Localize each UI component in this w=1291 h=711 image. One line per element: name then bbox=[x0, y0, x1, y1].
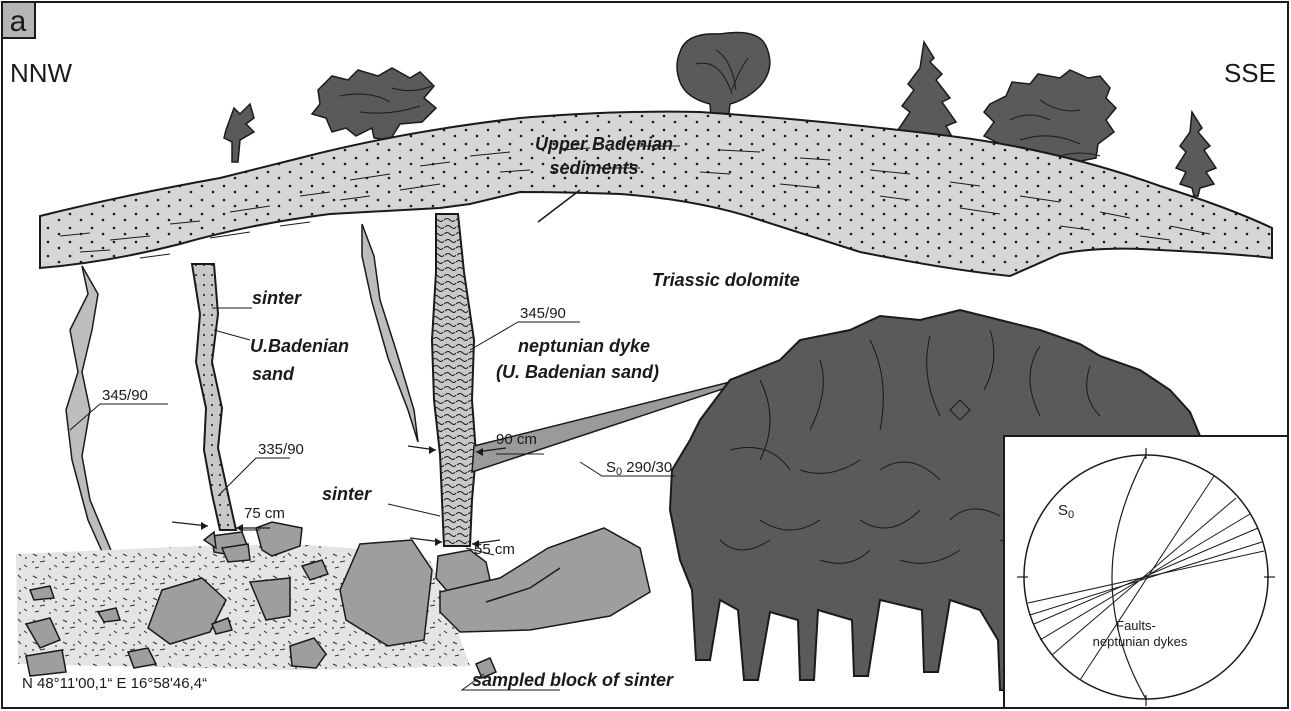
stereonet-frame bbox=[1004, 436, 1288, 708]
label-upper-badenian: Upper Badenian bbox=[535, 134, 673, 154]
panel-label: a bbox=[10, 5, 27, 38]
measure-345-mid: 345/90 bbox=[520, 305, 566, 322]
label-sinter-top: sinter bbox=[252, 288, 302, 308]
gps-coordinates: N 48°11'00,1“ E 16°58'46,4“ bbox=[22, 675, 207, 692]
measure-s0: S0 290/30 bbox=[606, 459, 672, 478]
label-sinter-mid: sinter bbox=[322, 484, 372, 504]
measure-55cm: 55 cm bbox=[474, 541, 515, 558]
block bbox=[222, 544, 250, 562]
direction-nnw: NNW bbox=[10, 58, 73, 88]
measure-335: 335/90 bbox=[258, 441, 304, 458]
stereonet-inset: S0 Faults- neptunian dykes bbox=[1004, 436, 1288, 708]
label-neptunian-dyke: neptunian dyke bbox=[518, 336, 650, 356]
label-sand: sand bbox=[252, 364, 295, 384]
measure-345-left: 345/90 bbox=[102, 387, 148, 404]
stereonet-dykes-label: neptunian dykes bbox=[1093, 634, 1188, 649]
label-triassic-dolomite: Triassic dolomite bbox=[652, 270, 800, 290]
measure-90cm: 90 cm bbox=[496, 431, 537, 448]
label-ubadenian: U.Badenian bbox=[250, 336, 349, 356]
direction-sse: SSE bbox=[1224, 58, 1276, 88]
label-sampled-block: sampled block of sinter bbox=[472, 670, 674, 690]
label-sediments: sediments bbox=[549, 158, 638, 178]
stereonet-faults-label: Faults- bbox=[1116, 618, 1156, 633]
label-neptunian-dyke-sand: (U. Badenian sand) bbox=[496, 362, 659, 382]
measure-75cm: 75 cm bbox=[244, 505, 285, 522]
